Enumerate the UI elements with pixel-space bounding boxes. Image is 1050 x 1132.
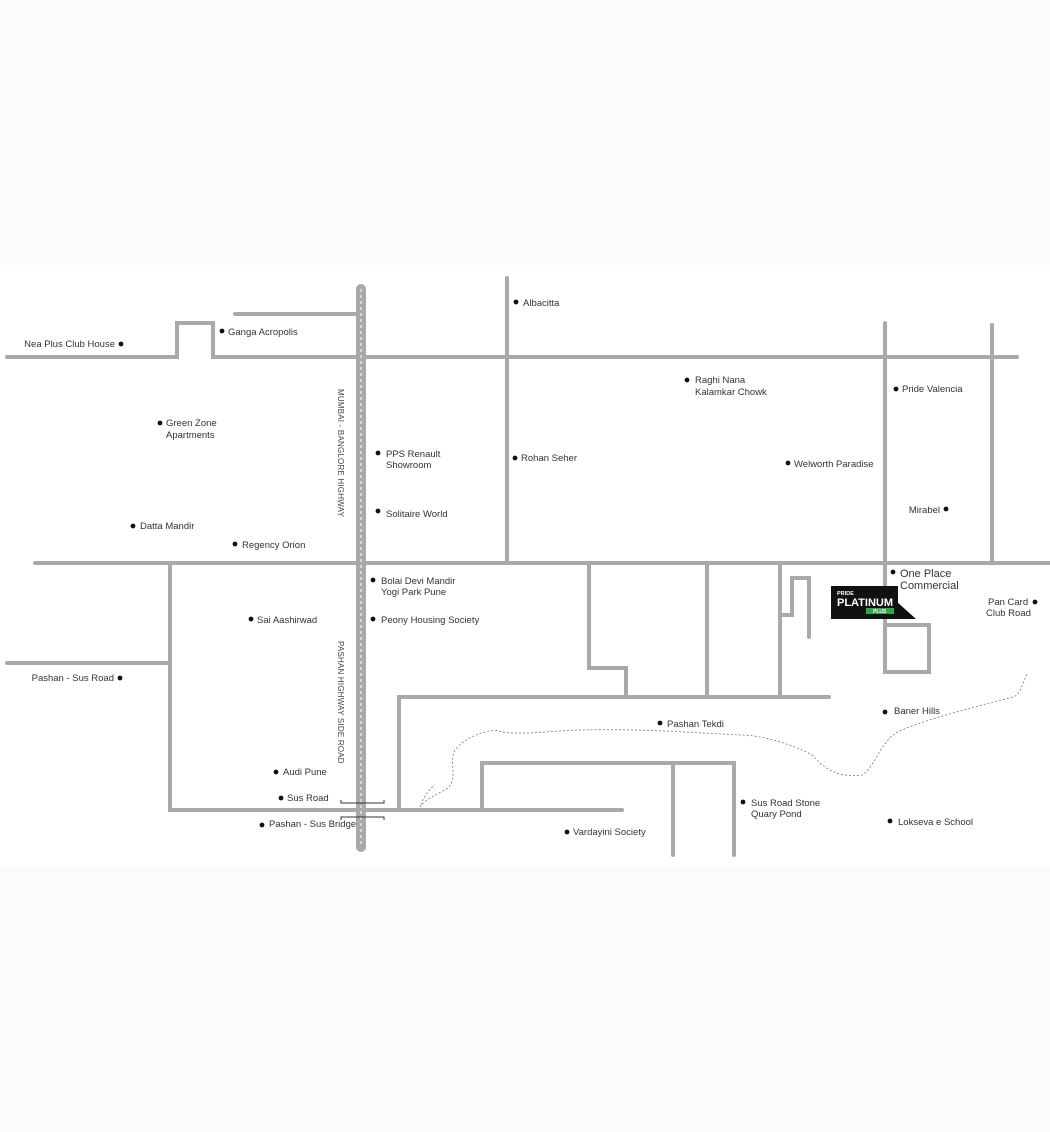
label-pps-2: Showroom [386,460,431,471]
label-raghi-1: Raghi Nana [695,375,746,386]
road-left-loop [168,561,624,812]
label-sus-road: Sus Road [287,793,329,804]
label-peony: Peony Housing Society [381,615,479,626]
bridge-marker [340,800,385,820]
label-one-place-2: Commercial [900,580,959,592]
map-canvas: MUMBAI - BANGLORE HIGHWAY PASHAN HIGHWAY… [5,276,1050,857]
label-pps-1: PPS Renault [386,449,441,460]
dot-vardayini [564,829,570,835]
label-tekdi: Pashan Tekdi [667,719,724,730]
logo-pointer [896,601,916,619]
label-rohan: Rohan Seher [521,453,577,464]
dot-rohan [512,455,518,461]
road-top [5,321,1019,359]
label-bolai-2: Yogi Park Pune [381,587,446,598]
dot-sus-road [278,795,284,801]
dot-raghi [684,377,690,383]
dot-bolai [370,577,376,583]
label-stone-2: Quary Pond [751,809,802,820]
logo-accent-bar [866,608,894,614]
road-project-block [883,561,931,674]
dot-ganga [219,328,225,334]
label-raghi-2: Kalamkar Chowk [695,387,767,398]
road-hook [781,576,811,639]
label-pride-valencia: Pride Valencia [902,384,963,395]
dot-datta [130,523,136,529]
label-lokseva: Lokseva e School [898,817,973,828]
label-ganga: Ganga Acropolis [228,327,298,338]
dot-baner [882,709,888,715]
label-pashan-sus: Pashan - Sus Road [32,673,114,684]
label-vardayini: Vardayini Society [573,827,646,838]
label-regency: Regency Orion [242,540,305,551]
label-green-zone-2: Apartments [166,430,215,441]
dot-peony [370,616,376,622]
label-sai: Sai Aashirwad [257,615,317,626]
dot-sai [248,616,254,622]
dot-audi [273,769,279,775]
label-pan-card-2: Club Road [986,608,1031,619]
dot-regency [232,541,238,547]
label-bridge: Pashan - Sus Bridge [269,819,356,830]
logo-bottom-text: PLUS [873,609,887,615]
road-bottom-block [480,761,736,857]
label-green-zone-1: Green Zone [166,418,217,429]
label-one-place-1: One Place [900,568,951,580]
dot-pan-card [1032,599,1038,605]
dot-green-zone [157,420,163,426]
label-stone-1: Sus Road Stone [751,798,820,809]
roads [5,276,1050,857]
logo-main-text: PLATINUM [837,597,893,609]
dot-pashan-sus [117,675,123,681]
dot-tekdi [657,720,663,726]
label-welworth: Welworth Paradise [794,459,874,470]
dot-welworth [785,460,791,466]
dot-albacitta [513,299,519,305]
label-solitaire: Solitaire World [386,509,448,520]
label-baner: Baner Hills [894,706,940,717]
location-map: MUMBAI - BANGLORE HIGHWAY PASHAN HIGHWAY… [0,265,1050,866]
dot-solitaire [375,508,381,514]
label-nea-plus: Nea Plus Club House [24,339,115,350]
road-lower-a [587,561,628,699]
pashan-tekdi-trail [419,673,1028,808]
label-pan-card-1: Pan Card [988,597,1028,608]
dot-mirabel [943,506,949,512]
road-lower-grid [397,695,831,810]
highway-label-north: MUMBAI - BANGLORE HIGHWAY [336,389,345,518]
logo-top-text: PRIDE [837,591,854,597]
label-albacitta: Albacitta [523,298,560,309]
label-audi: Audi Pune [283,767,327,778]
highway [356,284,366,852]
dot-bridge [259,822,265,828]
label-datta: Datta Mandir [140,521,194,532]
dot-lokseva [887,818,893,824]
dot-nea-plus [118,341,124,347]
place-dots [117,299,1038,835]
label-bolai-1: Bolai Devi Mandir [381,576,455,587]
pride-platinum-plus-logo: PRIDE PLATINUM PLUS [831,586,916,619]
dot-pps [375,450,381,456]
dot-pride-valencia [893,386,899,392]
highway-label-south: PASHAN HIGHWAY SIDE ROAD [336,641,345,764]
dot-stone [740,799,746,805]
place-labels: Nea Plus Club House Ganga Acropolis Alba… [24,298,1031,838]
dot-one-place [890,569,896,575]
label-mirabel: Mirabel [909,505,940,516]
